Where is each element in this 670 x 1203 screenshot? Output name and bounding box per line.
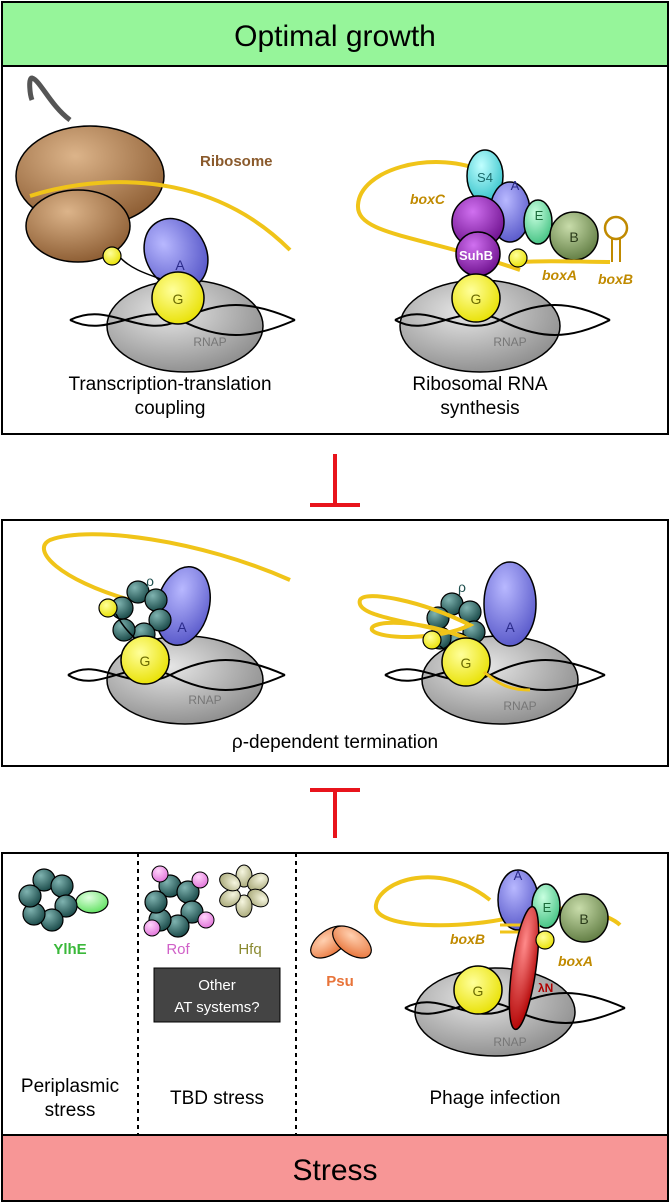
mrna [29,180,292,252]
label-rof: Rof [166,941,190,958]
protein-e [523,199,553,245]
kow-domain-right [508,248,528,268]
label-rnap-phage: RNAP [493,1035,526,1049]
nascent-peptide [27,75,72,122]
label-rho-right: ρ [458,579,466,595]
label-b-phage: B [579,911,588,927]
rho-diagram-left: ρ A G RNAP [42,532,291,725]
ylhe-complex [18,868,109,932]
footer-banner [1,1134,669,1202]
label-a-mid-left: A [177,619,187,635]
label-ylhe: YlhE [53,941,86,958]
label-g-mid-left: G [140,653,151,669]
label-g-phage: G [473,983,484,999]
label-rnap: RNAP [193,335,226,349]
label-g-mid-right: G [461,655,472,671]
label-lambda-n: λN [538,981,553,995]
label-b: B [569,229,578,245]
rna-right-tail [483,670,531,692]
protein-g [151,271,205,325]
label-rrna-2: synthesis [440,398,519,419]
label-boxa-phage: boxA [558,953,593,969]
rrna-synthesis-diagram: S4 A E B SuhB G RNAP boxC boxA boxB [355,149,633,373]
label-rho-left: ρ [146,573,154,589]
label-rnap-mid-right: RNAP [503,699,536,713]
lambda-n-protein [508,905,540,1031]
label-coupling-2: coupling [135,398,206,419]
label-periplasmic-1: Periplasmic [21,1076,119,1097]
label-a-mid-right: A [505,619,515,635]
inhibition-arrow-bottom [310,788,360,838]
label-a: A [175,257,185,273]
label-e-phage: E [543,900,552,915]
label-e: E [535,208,544,223]
dna-strand [394,313,611,336]
ribosome-small [25,189,131,263]
kow-domain-mid-right [422,630,442,650]
rrna [355,160,521,272]
protein-g-phage [453,965,503,1015]
label-hfq: Hfq [238,941,261,958]
hfq-ring [219,864,269,918]
label-coupling-1: Transcription-translation [68,374,271,395]
protein-a-mid-right [483,561,537,647]
label-a-right: A [511,178,520,193]
label-rnap-right: RNAP [493,335,526,349]
protein-g-mid-left [120,635,170,685]
phage-complex: A E B G RNAP λN boxB boxA [374,868,626,1057]
label-tbd-stress: TBD stress [170,1088,264,1109]
boxb-hairpin-stem [611,238,621,262]
label-g: G [173,291,184,307]
label-boxb-phage: boxB [450,931,485,947]
panel-rho-termination [1,519,669,767]
label-suhb: SuhB [459,248,493,263]
other-at-systems-box [153,967,281,1023]
label-a-phage: A [514,868,523,883]
label-ribosome: Ribosome [200,153,273,170]
label-boxa: boxA [542,267,577,283]
label-at-systems: AT systems? [174,999,259,1016]
ylhe-protein [75,890,109,914]
kow-domain [102,246,122,266]
header-banner [1,1,669,67]
kow-domain-phage [535,930,555,950]
label-rrna-1: Ribosomal RNA [412,374,547,395]
protein-g-mid-right [441,637,491,687]
panel-optimal-growth [1,65,669,435]
protein-b-phage [559,893,609,943]
label-boxc: boxC [410,191,446,207]
coupling-diagram: Ribosome A G RNAP [15,75,296,373]
boxb-hairpin-loop [603,215,629,241]
label-g-right: G [471,291,482,307]
label-s4: S4 [477,170,493,185]
label-rho-termination: ρ-dependent termination [232,732,438,753]
label-rnap-mid-left: RNAP [188,693,221,707]
rna-left [42,532,291,602]
label-boxb: boxB [598,271,633,287]
kow-domain-mid-left [98,598,118,618]
header-title: Optimal growth [234,20,436,53]
label-phage-infection: Phage infection [430,1088,561,1109]
dna-strand [67,668,286,691]
rrna-tail [519,259,611,264]
rho-diagram-right: ρ A G RNAP [357,561,606,725]
protein-g-right [451,273,501,323]
rna-right-looped [357,594,475,642]
label-psu: Psu [326,973,354,990]
inhibition-arrow-top [310,454,360,507]
rof-complex [143,865,215,938]
label-other: Other [198,977,236,994]
footer-title: Stress [292,1154,377,1187]
label-periplasmic-2: stress [45,1100,96,1121]
psu-protein [310,925,372,959]
